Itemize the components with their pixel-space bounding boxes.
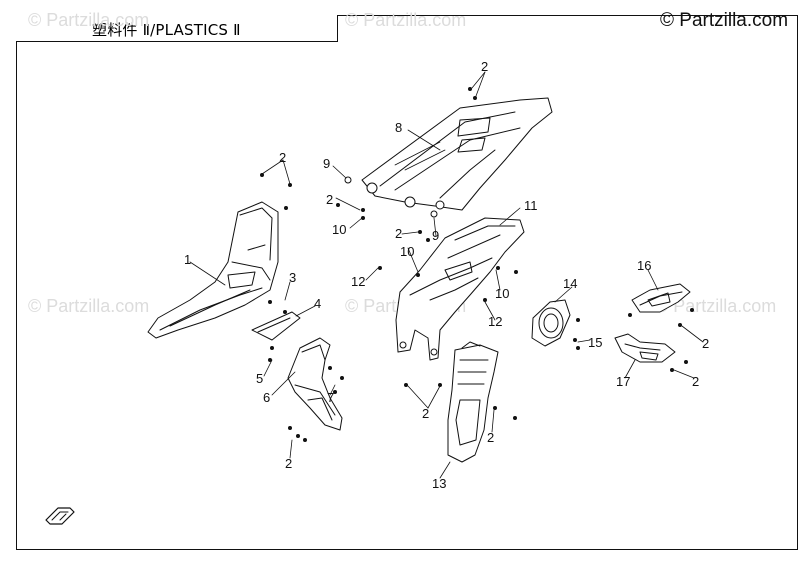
part-13-mud-flap [447, 341, 499, 463]
fasteners [260, 87, 694, 442]
callout-17: 17 [616, 374, 630, 389]
watermark: © Partzilla.com [28, 10, 150, 30]
diagram-title: 塑料件 Ⅱ/PLASTICS Ⅱ [92, 21, 241, 39]
part-8-rear-fender [361, 97, 553, 211]
callout-5: 5 [256, 371, 263, 386]
callout-8: 8 [395, 120, 402, 135]
title-box [16, 15, 338, 42]
callout-12: 12 [488, 314, 502, 329]
callout-16: 16 [637, 258, 651, 273]
watermark: © Partzilla.com [655, 296, 777, 316]
part-16-side-cover [631, 283, 691, 313]
callout-1: 1 [184, 252, 191, 267]
diagram-frame [16, 15, 798, 550]
callout-12: 12 [351, 274, 365, 289]
callout-9: 9 [323, 156, 330, 171]
part-14-reflector [531, 299, 571, 347]
callout-2: 2 [487, 430, 494, 445]
callout-2: 2 [285, 456, 292, 471]
part-1-front-fender [147, 201, 279, 339]
callout-2: 2 [279, 150, 286, 165]
watermark: © Partzilla.com [28, 296, 150, 316]
callout-10: 10 [495, 286, 509, 301]
callout-13: 13 [432, 476, 446, 491]
callout-2: 2 [481, 59, 488, 74]
leader-lines [189, 71, 704, 479]
callout-9: 9 [432, 228, 439, 243]
callout-10: 10 [332, 222, 346, 237]
callout-6: 6 [263, 390, 270, 405]
part-11-inner-fender [395, 217, 525, 361]
callout-2: 2 [422, 406, 429, 421]
callout-4: 4 [314, 296, 321, 311]
brand-logo-icon [45, 507, 75, 525]
callout-10: 10 [400, 244, 414, 259]
callout-11: 11 [524, 198, 538, 213]
part-6-fork-guard [287, 337, 343, 431]
copyright-notice: © Partzilla.com [660, 10, 789, 31]
part-17-side-cover [614, 333, 676, 363]
callout-2: 2 [326, 192, 333, 207]
callout-3: 3 [289, 270, 296, 285]
callout-2: 2 [692, 374, 699, 389]
part-4-bracket [251, 311, 301, 341]
callout-labels: 2 8 9 2 10 2 9 11 2 1 3 4 10 12 10 12 5 … [184, 59, 709, 491]
watermark: © Partzilla.com [345, 10, 467, 30]
callout-7: 7 [327, 390, 334, 405]
callout-2: 2 [702, 336, 709, 351]
callout-14: 14 [563, 276, 577, 291]
callout-2: 2 [395, 226, 402, 241]
callout-15: 15 [588, 335, 602, 350]
